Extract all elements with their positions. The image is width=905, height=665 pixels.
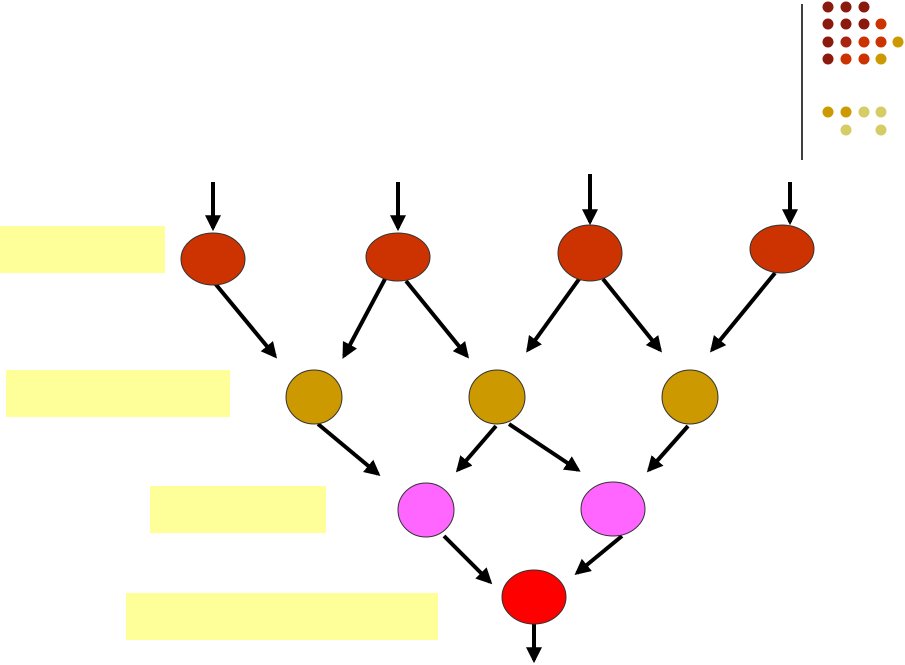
decor-dot bbox=[840, 124, 852, 136]
level-3-node-1 bbox=[397, 482, 455, 538]
edge bbox=[316, 422, 381, 477]
level-label-3 bbox=[150, 486, 326, 533]
level-3-node-2 bbox=[580, 481, 646, 537]
decorative-dots bbox=[801, 1, 904, 160]
level-2-node-3 bbox=[661, 369, 719, 425]
decor-dot bbox=[875, 106, 887, 118]
tree-nodes bbox=[180, 224, 815, 625]
decor-dot bbox=[875, 36, 887, 48]
edge bbox=[709, 271, 777, 353]
edge bbox=[404, 279, 470, 359]
decor-dot bbox=[840, 36, 852, 48]
decor-dot bbox=[822, 36, 834, 48]
decor-dot bbox=[858, 1, 870, 13]
decor-dot bbox=[858, 106, 870, 118]
tree-edges bbox=[211, 271, 777, 585]
edge bbox=[211, 279, 278, 359]
edge bbox=[574, 534, 624, 576]
decor-dot bbox=[858, 36, 870, 48]
decor-dot bbox=[840, 1, 852, 13]
edge bbox=[507, 422, 581, 472]
level-4-node-1 bbox=[501, 569, 567, 625]
decor-dot bbox=[840, 106, 852, 118]
decor-dot bbox=[822, 18, 834, 30]
input-arrows bbox=[205, 174, 798, 232]
edge bbox=[455, 424, 498, 473]
level-2-node-1 bbox=[285, 369, 343, 425]
level-label-1 bbox=[0, 226, 165, 273]
level-1-node-2 bbox=[365, 232, 431, 282]
edge bbox=[442, 534, 493, 585]
edge bbox=[526, 273, 584, 353]
edge bbox=[646, 424, 690, 473]
decor-dot bbox=[840, 18, 852, 30]
decor-dot bbox=[892, 36, 904, 48]
decor-dot bbox=[875, 53, 887, 65]
edge bbox=[342, 278, 387, 359]
decor-dot bbox=[822, 53, 834, 65]
decor-dot bbox=[840, 53, 852, 65]
level-2-node-2 bbox=[468, 369, 526, 425]
decor-dot bbox=[822, 1, 834, 13]
level-label-2 bbox=[6, 370, 230, 417]
level-label-4 bbox=[126, 593, 438, 640]
decor-dot bbox=[875, 124, 887, 136]
decor-dot bbox=[822, 106, 834, 118]
decor-dot bbox=[858, 53, 870, 65]
decor-dot bbox=[858, 18, 870, 30]
decor-dot bbox=[875, 18, 887, 30]
level-1-node-4 bbox=[749, 224, 815, 274]
edge bbox=[601, 277, 663, 353]
level-1-node-3 bbox=[557, 224, 623, 282]
level-1-node-1 bbox=[180, 232, 246, 286]
